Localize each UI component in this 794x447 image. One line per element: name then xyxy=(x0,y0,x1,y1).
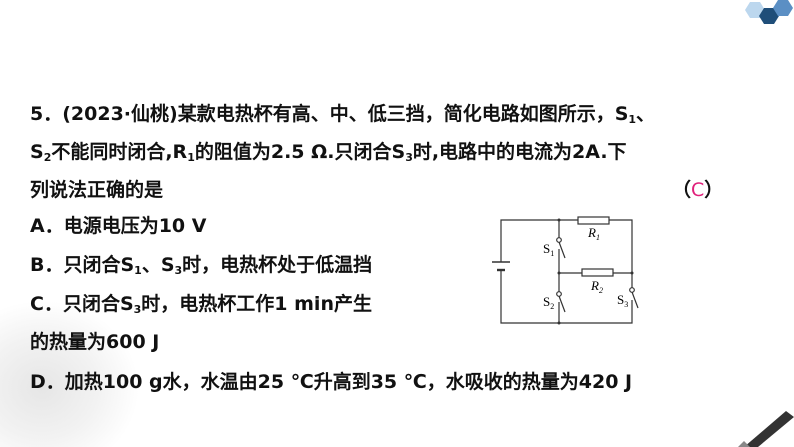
option-d: D．加热100 g水，水温由25 ℃升高到35 ℃，水吸收的热量为420 J xyxy=(30,371,633,393)
circuit-diagram: R1 R2 S1 S2 S3 xyxy=(492,216,639,325)
question-line-3: 列说法正确的是 xyxy=(30,179,164,201)
svg-text:S3: S3 xyxy=(617,292,628,309)
answer: C xyxy=(691,179,705,201)
option-b: B．只闭合S1、S3时，电热杯处于低温挡 xyxy=(30,254,373,277)
question-line-1: 5．(2023·仙桃)某款电热杯有高、中、低三挡，简化电路如图所示，S1、 xyxy=(30,103,656,126)
resistor-r1 xyxy=(577,216,610,225)
svg-text:R2: R2 xyxy=(590,278,603,295)
svg-text:R1: R1 xyxy=(587,225,600,242)
svg-text:S1: S1 xyxy=(543,241,554,258)
answer-bracket: （C） xyxy=(672,179,724,201)
option-c-continued: 的热量为600 J xyxy=(30,331,160,353)
svg-text:S2: S2 xyxy=(543,294,554,311)
resistor-r2 xyxy=(581,268,614,277)
option-c: C．只闭合S3时，电热杯工作1 min产生 xyxy=(30,293,372,316)
hexagon-decoration xyxy=(745,0,793,24)
pen-decoration xyxy=(738,411,794,447)
question-line-2: S2不能同时闭合,R1的阻值为2.5 Ω.只闭合S3时,电路中的电流为2A.下 xyxy=(30,141,627,164)
option-a: A．电源电压为10 V xyxy=(30,215,207,237)
flower-decoration xyxy=(0,300,140,447)
